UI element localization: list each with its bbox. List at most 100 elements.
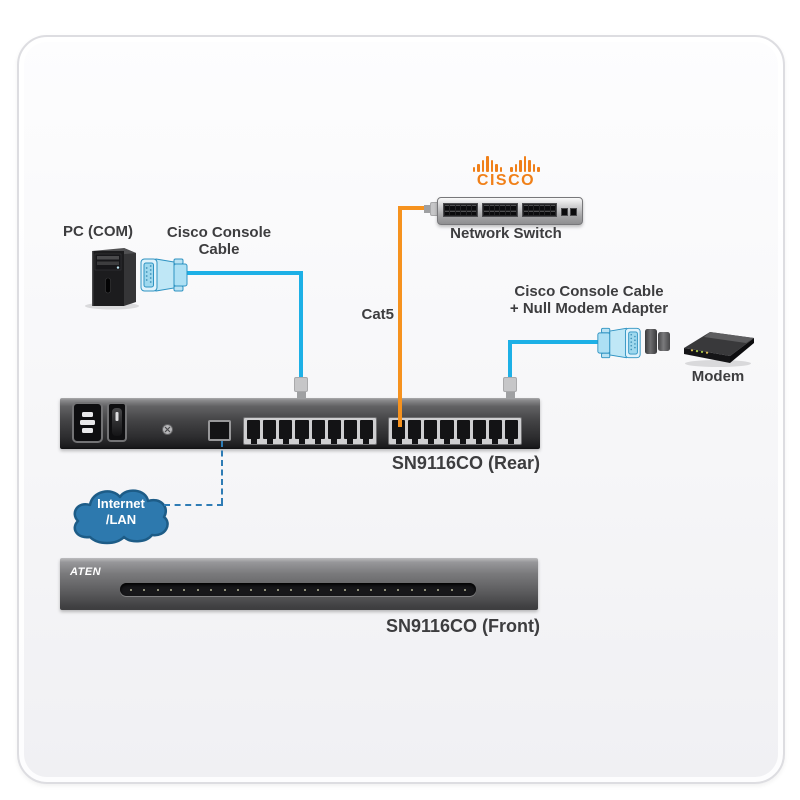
serial-port xyxy=(440,420,454,439)
lan-port xyxy=(208,420,231,441)
cisco-logo-bar xyxy=(537,167,540,172)
led-dot xyxy=(196,588,199,591)
serial-cable-pc xyxy=(186,271,303,275)
serial-port xyxy=(247,420,261,439)
lan-dashed-link xyxy=(164,504,223,506)
cat5-cable xyxy=(400,206,426,210)
switch-port-strip xyxy=(443,203,577,217)
led-dot xyxy=(383,588,386,591)
power-switch xyxy=(107,402,127,442)
serial-port xyxy=(408,420,422,439)
pc-label: PC (COM) xyxy=(63,223,133,240)
serial-port-group xyxy=(388,417,522,445)
switch-port xyxy=(500,205,505,210)
switch-port xyxy=(450,210,455,215)
led-dot xyxy=(357,588,360,591)
serial-port xyxy=(295,420,309,439)
serial-port xyxy=(424,420,438,439)
cloud-label-line2: /LAN xyxy=(105,511,137,527)
cat5-label: Cat5 xyxy=(361,306,394,323)
cisco-logo-bar xyxy=(514,164,517,172)
rj45-plug-icon xyxy=(503,377,517,399)
led-dot xyxy=(276,588,279,591)
led-dot xyxy=(263,588,266,591)
switch-port xyxy=(505,210,511,215)
modem-link-label-line1: Cisco Console Cable xyxy=(514,283,664,300)
network-switch-icon xyxy=(437,197,583,225)
switch-port xyxy=(511,210,516,215)
switch-port xyxy=(545,205,550,210)
switch-port xyxy=(471,210,477,215)
console-server-front-panel: ATEN xyxy=(60,558,538,610)
cisco-logo-bar xyxy=(523,156,526,172)
switch-port xyxy=(529,205,534,210)
led-dot xyxy=(130,588,132,591)
switch-port xyxy=(445,210,450,215)
led-dot xyxy=(410,588,413,591)
console-server-rear-panel xyxy=(60,398,540,449)
serial-port xyxy=(263,420,277,439)
serial-port xyxy=(359,420,373,439)
switch-port xyxy=(545,210,550,215)
switch-port xyxy=(471,205,477,210)
led-dot xyxy=(250,588,253,591)
switch-port-group xyxy=(443,203,479,217)
led-dot xyxy=(317,588,320,591)
grounding-screw-icon xyxy=(162,424,173,435)
led-dot xyxy=(343,588,346,591)
cisco-logo-bar xyxy=(528,160,531,172)
switch-port xyxy=(484,205,489,210)
switch-port xyxy=(450,205,455,210)
db9-connector-icon xyxy=(597,327,641,359)
led-dot xyxy=(370,588,373,591)
serial-port xyxy=(311,420,325,439)
cisco-logo-bar xyxy=(486,156,489,172)
cloud-label: Internet /LAN xyxy=(78,496,164,527)
db9-connector-icon xyxy=(140,258,188,292)
led-dot xyxy=(223,588,226,591)
serial-port xyxy=(279,420,293,439)
modem-link-label-line2: + Null Modem Adapter xyxy=(509,300,669,318)
serial-cable-modem xyxy=(508,340,512,377)
cisco-logo-bars xyxy=(471,154,541,172)
switch-port xyxy=(534,210,539,215)
switch-port xyxy=(455,205,461,210)
led-dot xyxy=(463,588,466,591)
led-dot xyxy=(290,588,293,591)
lan-dashed-link xyxy=(221,441,223,504)
switch-port xyxy=(461,205,466,210)
switch-port xyxy=(550,210,555,215)
led-dot xyxy=(170,588,173,591)
switch-port xyxy=(500,210,505,215)
led-strip xyxy=(120,583,476,596)
console-cable-label: Cisco Console Cable xyxy=(166,224,272,259)
cisco-logo-bar xyxy=(532,164,535,172)
switch-port xyxy=(495,210,500,215)
switch-port xyxy=(529,210,534,215)
switch-port xyxy=(539,210,545,215)
internet-cloud-icon xyxy=(73,489,169,545)
switch-port xyxy=(539,205,545,210)
led-dot xyxy=(183,588,186,591)
switch-port xyxy=(495,205,500,210)
switch-port xyxy=(455,210,461,215)
cisco-logo-bar xyxy=(499,167,502,172)
switch-port xyxy=(523,210,529,215)
serial-port xyxy=(488,420,502,439)
led-dot xyxy=(143,588,146,591)
serial-port-group xyxy=(243,417,377,445)
cisco-logo-bar xyxy=(510,167,513,172)
led-dot xyxy=(303,588,306,591)
led-dot xyxy=(236,588,239,591)
serial-cable-pc xyxy=(299,271,303,377)
null-modem-adapter-icon xyxy=(645,329,670,354)
cisco-logo-bar xyxy=(472,167,475,172)
serial-port xyxy=(504,420,518,439)
power-inlet xyxy=(72,402,103,443)
switch-port xyxy=(489,210,495,215)
switch-port xyxy=(466,205,471,210)
switch-uplink-ports xyxy=(560,203,577,217)
modem-link-label: Cisco Console Cable + Null Modem Adapter xyxy=(487,283,691,318)
led-dot xyxy=(210,588,213,591)
cisco-logo-text: CISCO xyxy=(476,172,536,189)
